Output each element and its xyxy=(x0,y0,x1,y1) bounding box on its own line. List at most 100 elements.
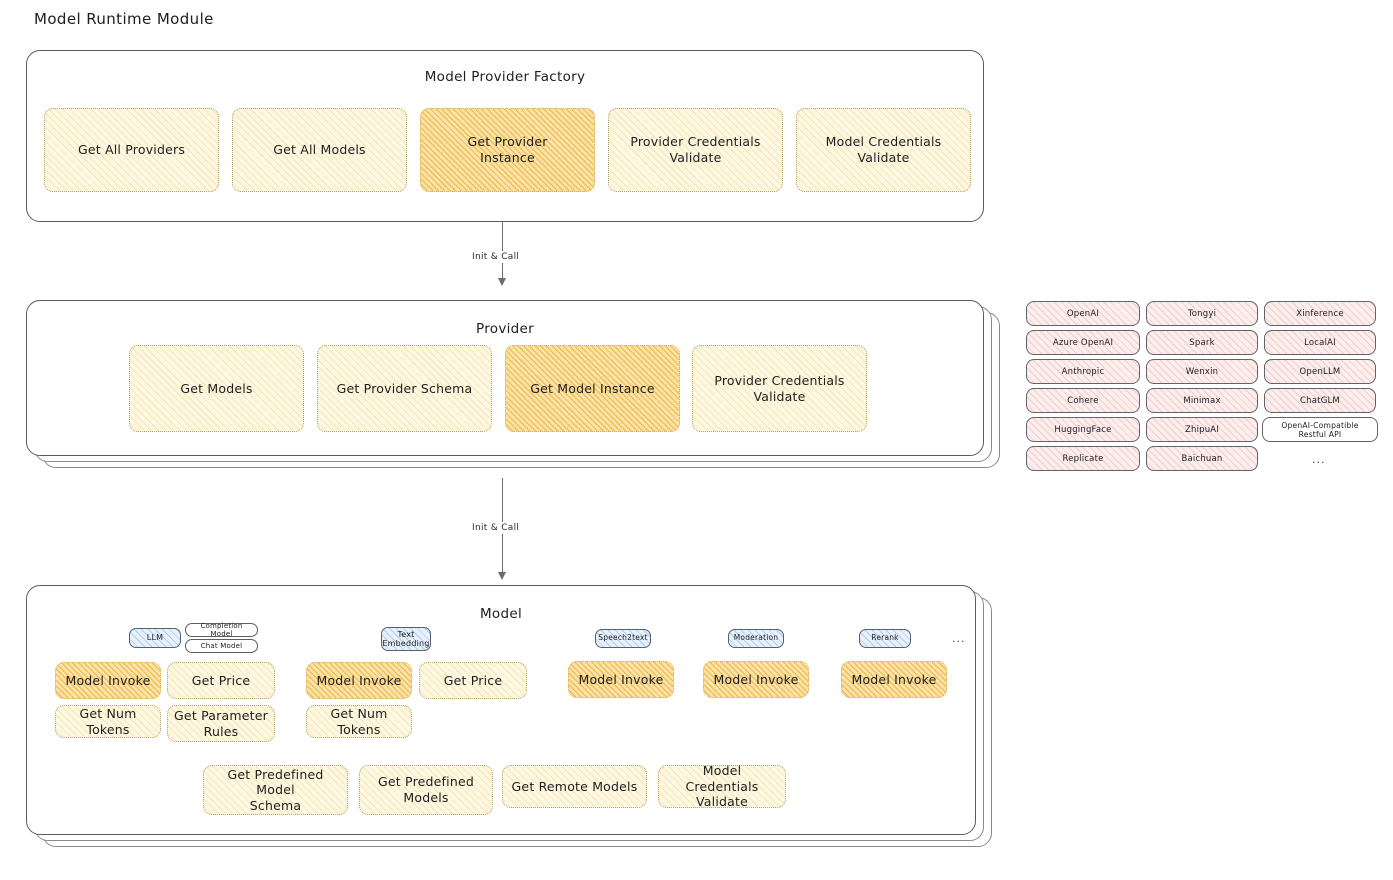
method-label: Get Remote Models xyxy=(511,778,638,794)
factory-item-label: Get All Providers xyxy=(77,142,186,158)
provider-chip-label: OpenLLM xyxy=(1299,366,1341,377)
provider-chip-wenxin[interactable]: Wenxin xyxy=(1146,359,1258,384)
provider-chip-openai-compatible-restful-api[interactable]: OpenAI-Compatible Restful API xyxy=(1262,417,1378,442)
provider-chip-label: LocalAI xyxy=(1304,337,1336,348)
factory-item-label: Get All Models xyxy=(273,142,366,158)
method-label: Get Price xyxy=(443,672,503,688)
provider-chip-openllm[interactable]: OpenLLM xyxy=(1264,359,1376,384)
method-label: Get Num Tokens xyxy=(330,705,388,737)
model-type-label: Rerank xyxy=(871,633,899,643)
provider-chip-label: OpenAI xyxy=(1066,308,1100,319)
provider-chip-label: ZhipuAI xyxy=(1184,424,1220,435)
factory-item-get-all-models[interactable]: Get All Models xyxy=(232,108,407,192)
provider-chip-tongyi[interactable]: Tongyi xyxy=(1146,301,1258,326)
model-shared-method-get-remote-models[interactable]: Get Remote Models xyxy=(502,765,647,808)
arrow-provider-to-model-head xyxy=(498,572,506,580)
provider-chip-replicate[interactable]: Replicate xyxy=(1026,446,1140,471)
text-embedding-method-get-num-tokens[interactable]: Get Num Tokens xyxy=(306,705,412,738)
llm-method-get-parameter-rules[interactable]: Get Parameter Rules xyxy=(167,705,275,742)
page-title: Model Runtime Module xyxy=(34,10,214,28)
provider-chip-label: Xinference xyxy=(1296,308,1344,319)
provider-chip-localai[interactable]: LocalAI xyxy=(1264,330,1376,355)
model-type-tag-moderation[interactable]: Moderation xyxy=(728,629,784,648)
method-label: Get Parameter Rules xyxy=(174,707,268,739)
provider-chip-huggingface[interactable]: HuggingFace xyxy=(1026,417,1140,442)
provider-chip-label: Azure OpenAI xyxy=(1052,337,1114,348)
model-type-tag-speech2text[interactable]: Speech2text xyxy=(595,629,651,648)
model-subtag-label: Chat Model xyxy=(200,641,243,650)
provider-chip-label: Baichuan xyxy=(1181,453,1223,464)
moderation-method-model-invoke[interactable]: Model Invoke xyxy=(703,661,809,698)
llm-method-model-invoke[interactable]: Model Invoke xyxy=(55,662,161,699)
provider-chip-label: Anthropic xyxy=(1061,366,1105,377)
model-types-more-ellipsis: ... xyxy=(952,632,966,645)
provider-chip-anthropic[interactable]: Anthropic xyxy=(1026,359,1140,384)
provider-title: Provider xyxy=(476,321,534,337)
method-label: Model Invoke xyxy=(316,672,402,688)
method-label: Model Invoke xyxy=(578,671,664,687)
method-label: Model Invoke xyxy=(851,671,937,687)
model-type-label: Speech2text xyxy=(598,633,648,643)
model-type-tag-text-embedding[interactable]: Text Embedding xyxy=(381,627,431,651)
model-provider-factory-title: Model Provider Factory xyxy=(424,69,586,85)
provider-item-get-models[interactable]: Get Models xyxy=(129,345,304,432)
provider-chip-label: ChatGLM xyxy=(1300,395,1340,406)
method-label: Get Predefined Model Schema xyxy=(227,766,324,813)
speech2text-method-model-invoke[interactable]: Model Invoke xyxy=(568,661,674,698)
arrow-factory-to-provider-head xyxy=(498,278,506,286)
provider-chip-label: Tongyi xyxy=(1187,308,1217,319)
provider-chip-azure-openai[interactable]: Azure OpenAI xyxy=(1026,330,1140,355)
method-label: Model Invoke xyxy=(713,671,799,687)
model-shared-method-model-credentials-validate[interactable]: Model Credentials Validate xyxy=(658,763,786,810)
model-type-tag-llm[interactable]: LLM xyxy=(129,628,181,648)
factory-item-provider-credentials-validate[interactable]: Provider Credentials Validate xyxy=(608,108,783,192)
provider-chip-label: HuggingFace xyxy=(1054,424,1112,435)
method-label: Model Invoke xyxy=(65,672,151,688)
arrow-factory-to-provider-label: Init & Call xyxy=(468,251,524,263)
factory-item-label: Model Credentials Validate xyxy=(825,134,942,165)
provider-chip-cohere[interactable]: Cohere xyxy=(1026,388,1140,413)
rerank-method-model-invoke[interactable]: Model Invoke xyxy=(841,661,947,698)
model-subtag-chat-model[interactable]: Chat Model xyxy=(185,639,258,653)
provider-item-label: Get Models xyxy=(180,380,253,396)
provider-chip-label: Minimax xyxy=(1183,395,1221,406)
llm-method-get-num-tokens[interactable]: Get Num Tokens xyxy=(55,705,161,738)
provider-chip-xinference[interactable]: Xinference xyxy=(1264,301,1376,326)
provider-item-get-model-instance[interactable]: Get Model Instance xyxy=(505,345,680,432)
factory-item-get-all-providers[interactable]: Get All Providers xyxy=(44,108,219,192)
model-type-label: Text Embedding xyxy=(382,629,430,648)
provider-chip-minimax[interactable]: Minimax xyxy=(1146,388,1258,413)
provider-chip-openai[interactable]: OpenAI xyxy=(1026,301,1140,326)
arrow-provider-to-model-label: Init & Call xyxy=(468,522,524,534)
method-label: Model Credentials Validate xyxy=(685,763,759,810)
model-shared-method-get-predefined-model-schema[interactable]: Get Predefined Model Schema xyxy=(203,765,348,815)
provider-item-provider-credentials-validate[interactable]: Provider Credentials Validate xyxy=(692,345,867,432)
provider-chip-label: Cohere xyxy=(1067,395,1099,406)
method-label: Get Num Tokens xyxy=(79,705,137,737)
model-title: Model xyxy=(479,606,523,622)
provider-chip-spark[interactable]: Spark xyxy=(1146,330,1258,355)
factory-item-get-provider-instance[interactable]: Get Provider Instance xyxy=(420,108,595,192)
method-label: Get Price xyxy=(191,672,251,688)
provider-chip-zhipuai[interactable]: ZhipuAI xyxy=(1146,417,1258,442)
factory-item-label: Provider Credentials Validate xyxy=(630,134,761,165)
provider-item-label: Get Model Instance xyxy=(530,380,655,396)
model-type-tag-rerank[interactable]: Rerank xyxy=(859,629,911,648)
provider-chip-label: Replicate xyxy=(1062,453,1104,464)
model-shared-method-get-predefined-models[interactable]: Get Predefined Models xyxy=(359,765,493,815)
model-subtag-label: Completion Model xyxy=(200,621,243,638)
model-subtag-completion-model[interactable]: Completion Model xyxy=(185,621,258,638)
provider-chip-label: OpenAI-Compatible Restful API xyxy=(1281,420,1359,439)
text-embedding-method-model-invoke[interactable]: Model Invoke xyxy=(306,662,412,699)
provider-chip-label: Wenxin xyxy=(1185,366,1219,377)
llm-method-get-price[interactable]: Get Price xyxy=(167,662,275,699)
provider-item-get-provider-schema[interactable]: Get Provider Schema xyxy=(317,345,492,432)
provider-chip-baichuan[interactable]: Baichuan xyxy=(1146,446,1258,471)
provider-chip-label: Spark xyxy=(1189,337,1215,348)
provider-chip-chatglm[interactable]: ChatGLM xyxy=(1264,388,1376,413)
provider-item-label: Provider Credentials Validate xyxy=(714,372,845,404)
factory-item-label: Get Provider Instance xyxy=(467,134,548,165)
factory-item-model-credentials-validate[interactable]: Model Credentials Validate xyxy=(796,108,971,192)
text-embedding-method-get-price[interactable]: Get Price xyxy=(419,662,527,699)
